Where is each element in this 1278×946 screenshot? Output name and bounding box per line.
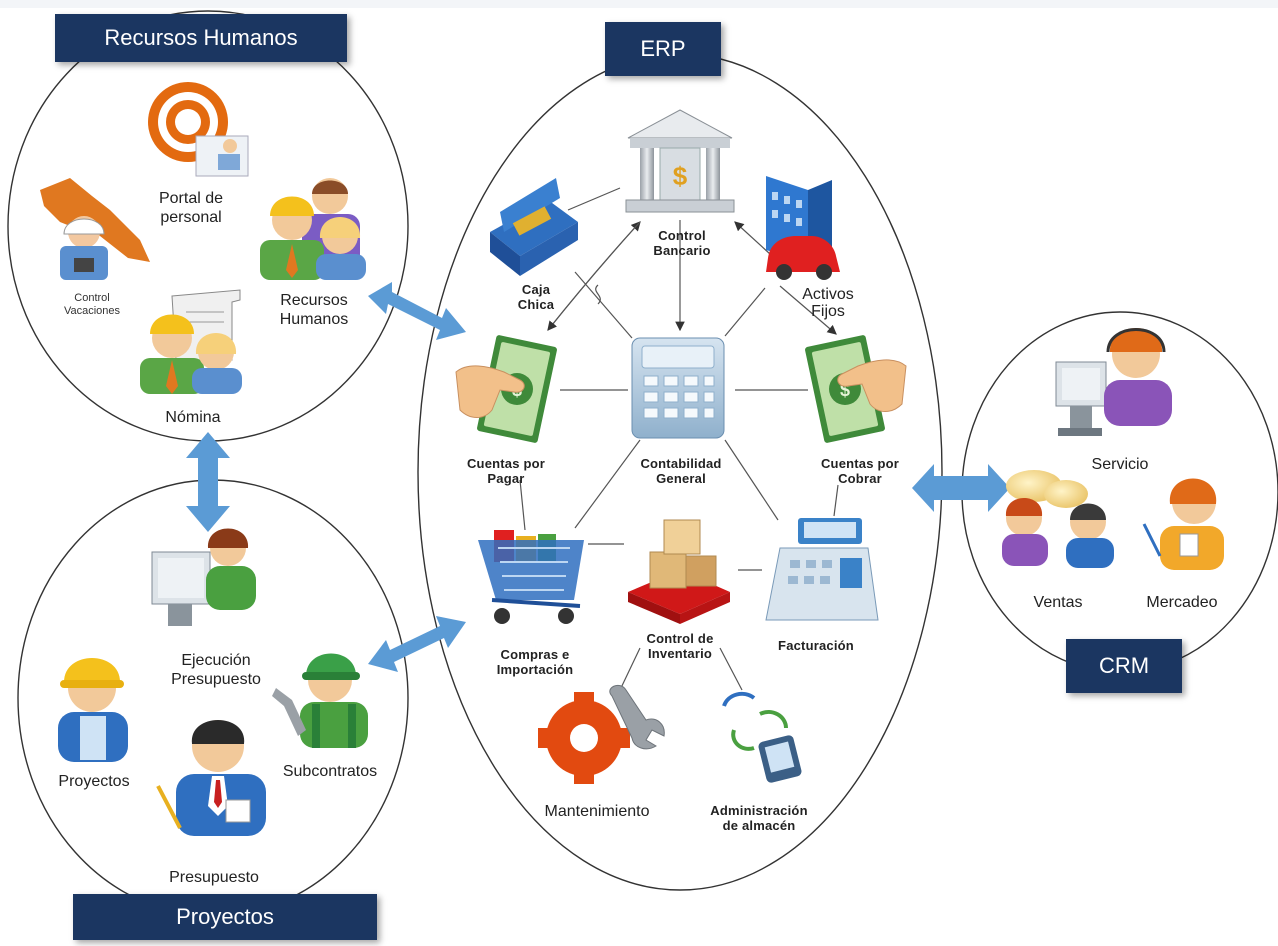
- label-cuentas-pagar: Cuentas por Pagar: [466, 456, 546, 487]
- label-ventas: Ventas: [1033, 594, 1083, 611]
- sync-device-icon: [722, 691, 802, 783]
- svg-text:$: $: [673, 161, 688, 191]
- label-cuentas-cobrar: Cuentas por Cobrar: [820, 456, 900, 487]
- label-compras-importacion: Compras e Importación: [496, 647, 574, 678]
- bank-icon: $: [625, 109, 735, 213]
- label-caja-chica: Caja Chica: [517, 282, 555, 313]
- header-proyectos-label: Proyectos: [176, 904, 274, 929]
- sales-people-icon: [1002, 470, 1114, 568]
- label-facturacion: Facturación: [778, 638, 854, 653]
- header-crm-label: CRM: [1098, 653, 1150, 678]
- label-nomina: Nómina: [165, 409, 221, 426]
- money-hand-icon: $: [455, 335, 557, 443]
- vacation-icon: [40, 178, 150, 280]
- header-recursos-humanos-label: Recursos Humanos: [104, 25, 298, 50]
- label-control-vacaciones: Control Vacaciones: [63, 292, 121, 317]
- cash-register-icon: [765, 518, 879, 621]
- header-proyectos: Proyectos: [73, 894, 377, 940]
- payroll-icon: [140, 289, 242, 394]
- label-presupuesto: Presupuesto: [169, 869, 259, 886]
- hr-team-icon: [260, 178, 366, 280]
- header-erp-label: ERP: [640, 36, 686, 61]
- erp-connectors: [519, 187, 839, 691]
- label-recursos-humanos: Recursos Humanos: [279, 292, 349, 328]
- gear-wrench-icon: [538, 684, 665, 784]
- contractor-icon: [272, 653, 368, 748]
- label-control-bancario: Control Bancario: [653, 228, 711, 259]
- label-servicio: Servicio: [1091, 456, 1149, 473]
- at-sign-icon: [148, 82, 249, 177]
- inventory-boxes-icon: [628, 519, 730, 624]
- calculator-icon: [631, 337, 725, 439]
- header-erp: ERP: [605, 22, 721, 76]
- double-arrow-icon: [186, 282, 1010, 672]
- label-administracion-almacen: Administración de almacén: [710, 803, 808, 834]
- label-activos-fijos: Activos Fijos: [802, 286, 854, 320]
- cash-box-icon: [490, 178, 578, 276]
- svg-text:$: $: [840, 380, 850, 400]
- label-control-inventario: Control de Inventario: [646, 631, 714, 662]
- label-portal-personal: Portal de personal: [158, 190, 224, 226]
- top-band: [0, 0, 1278, 8]
- label-contabilidad-general: Contabilidad General: [640, 456, 722, 487]
- label-proyectos: Proyectos: [58, 773, 130, 790]
- service-agent-icon: [1055, 328, 1172, 436]
- budget-manager-icon: [156, 720, 266, 836]
- building-car-icon: [766, 176, 840, 280]
- label-mercadeo: Mercadeo: [1146, 594, 1218, 611]
- shopping-cart-icon: [478, 530, 584, 624]
- marketing-agent-icon: [1142, 478, 1224, 570]
- label-subcontratos: Subcontratos: [282, 763, 378, 780]
- label-mantenimiento: Mantenimiento: [544, 803, 650, 820]
- label-ejecucion-presupuesto: Ejecución Presupuesto: [171, 652, 261, 688]
- header-recursos-humanos: Recursos Humanos: [55, 14, 347, 62]
- money-hand-icon: $: [805, 335, 907, 443]
- header-crm: CRM: [1066, 639, 1182, 693]
- budget-execution-icon: [151, 528, 256, 626]
- worker-icon: [58, 658, 128, 762]
